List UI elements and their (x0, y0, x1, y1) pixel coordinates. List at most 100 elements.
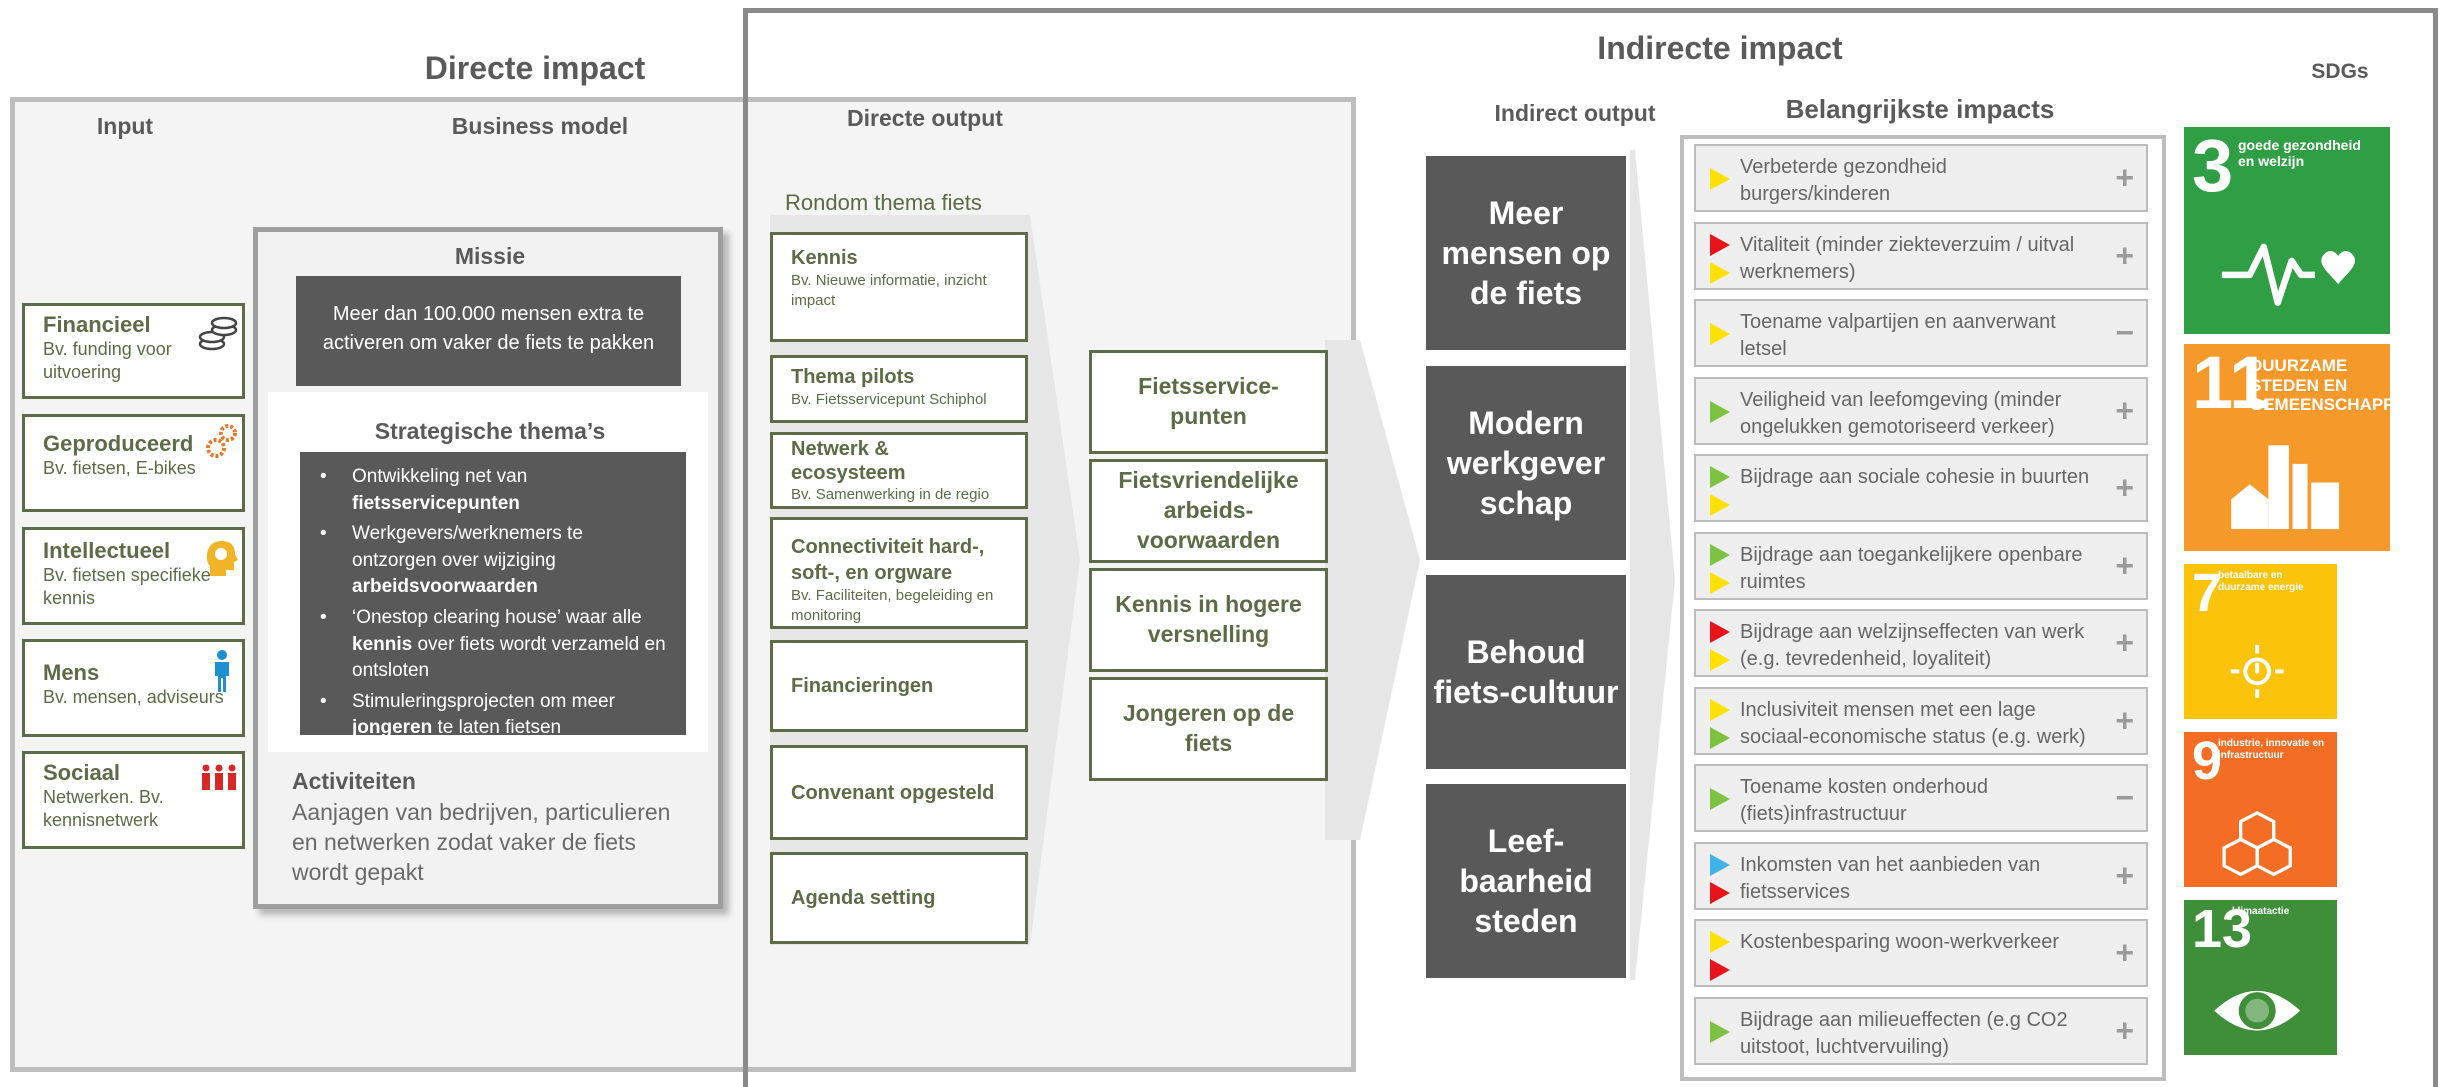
impact-sign: + (2115, 237, 2134, 273)
impact-text: Bijdrage aan toegankelijkere openbare ru… (1740, 543, 2083, 593)
output-title: Thema pilots (791, 366, 915, 388)
impact-marker (1710, 726, 1730, 749)
impact-text: Vitaliteit (minder ziekteverzuim / uitva… (1740, 233, 2075, 283)
input-sub: Netwerken. Bv. kennisnetwerk (43, 787, 164, 830)
city-icon (2231, 445, 2340, 530)
impact-sign: + (2115, 547, 2134, 583)
thema-item: •Stimuleringsprojecten om meer jongeren … (320, 690, 615, 739)
impact-item: Bijdrage aan welzijnseffecten van werk (… (1694, 609, 2148, 677)
sdg-number: 13 (2192, 899, 2253, 959)
impact-marker (1710, 698, 1730, 721)
output-title: Agenda setting (791, 887, 936, 909)
impact-text: Kostenbesparing woon-werkverkeer (1740, 931, 2060, 953)
impact-sign: − (2115, 314, 2134, 351)
indirect-output-fietscultuur: Behoud fiets-cultuur (1426, 575, 1626, 769)
person-icon (215, 650, 229, 692)
input-sociaal: Sociaal Netwerken. Bv. kennisnetwerk (22, 751, 245, 849)
impact-marker (1710, 168, 1730, 190)
input-intellectueel: Intellectueel Bv. fietsen specifieke ken… (22, 527, 245, 625)
input-sub: Bv. mensen, adviseurs (43, 687, 224, 707)
impact-item: Vitaliteit (minder ziekteverzuim / uitva… (1694, 221, 2148, 290)
impact-sign: + (2115, 392, 2134, 428)
impact-marker (1710, 233, 1730, 256)
output-convenant: Convenant opgesteld (770, 745, 1028, 840)
impact-sign: + (2115, 1012, 2134, 1048)
output-sub: Bv. Fietsservicepunt Schiphol (791, 391, 987, 408)
input-title: Geproduceerd (43, 431, 194, 456)
sdg-number: 9 (2192, 731, 2223, 791)
impact-sign: − (2115, 779, 2134, 816)
impact-sign: + (2115, 624, 2134, 661)
cubes-icon (2222, 811, 2292, 877)
impact-marker (1710, 621, 1730, 643)
output-title: Netwerk & ecosysteem (791, 438, 906, 484)
impact-text: Verbeterde gezondheid burgers/kinderen (1740, 156, 1947, 205)
impact-sign: + (2115, 469, 2134, 506)
input-sub: Bv. fietsen, E-bikes (43, 458, 196, 478)
input-title: Intellectueel (43, 538, 171, 563)
missie-text: Meer dan 100.000 mensen extra te activer… (296, 276, 681, 386)
output-sub: Bv. Faciliteiten, begeleiding en monitor… (791, 587, 994, 624)
impact-item: Inkomsten van het aanbieden van fietsser… (1694, 841, 2148, 910)
impact-marker (1710, 931, 1730, 953)
output-connectiviteit: Connectiviteit hard-, soft-, en orgware … (770, 517, 1028, 629)
thema-item: •Werkgevers/werknemers te ontzorgen over… (320, 523, 583, 598)
sdg-label: goede gezondheid en welzijn (2238, 137, 2361, 170)
input-financieel: Financieel Bv. funding voor uitvoering (22, 303, 245, 399)
indirecte-impact-frame (743, 8, 2438, 1087)
impact-item: Bijdrage aan milieueffecten (e.g CO2 uit… (1694, 996, 2148, 1065)
themas-list: •Ontwikkeling net van fietsservicepunten… (300, 452, 686, 738)
heartbeat-icon (2221, 243, 2356, 306)
impact-marker (1710, 261, 1730, 284)
impact-text: Veiligheid van leefomgeving (minder onge… (1740, 388, 2062, 438)
impact-text: Bijdrage aan milieueffecten (e.g CO2 uit… (1740, 1008, 2068, 1058)
impact-marker (1710, 881, 1730, 904)
impact-marker (1710, 959, 1730, 981)
sdg-label: klimaatactie (2232, 906, 2290, 917)
output-netwerk: Netwerk & ecosysteem Bv. Samenwerking in… (770, 432, 1028, 509)
impact-sign: + (2115, 857, 2134, 893)
impact-item: Kostenbesparing woon-werkverkeer + (1694, 919, 2148, 987)
gears-icon (206, 424, 237, 458)
impact-marker (1710, 1020, 1730, 1043)
direct-output-jongeren: Jongeren op de fiets (1089, 677, 1328, 781)
input-title: Financieel (43, 312, 151, 337)
impact-marker (1710, 543, 1730, 566)
output-financieringen: Financieringen (770, 640, 1028, 732)
thema-label: Rondom thema fiets (785, 190, 982, 215)
impact-marker (1710, 649, 1730, 671)
output-sub: Bv. Samenwerking in de regio (791, 486, 990, 503)
impact-text: Inclusiviteit mensen met een lage sociaa… (1740, 698, 2086, 748)
heading-directe-impact: Directe impact (424, 50, 646, 86)
chevron-indirect (1630, 150, 1675, 980)
heading-directe-output: Directe output (847, 105, 1003, 131)
impact-text: Inkomsten van het aanbieden van fietsser… (1740, 853, 2041, 903)
heading-belangrijkste-impacts: Belangrijkste impacts (1785, 94, 2055, 124)
impact-marker (1710, 494, 1730, 516)
heading-sdgs: SDGs (2311, 60, 2369, 83)
head-gear-icon (206, 541, 238, 576)
impact-sign: + (2115, 934, 2134, 971)
impact-text: Toename kosten onderhoud (fiets)infrastr… (1740, 776, 1988, 825)
direct-output-fietsservicepunten: Fietsservice-punten (1089, 350, 1328, 454)
output-title: Convenant opgesteld (791, 781, 995, 804)
impact-item: Veiligheid van leefomgeving (minder onge… (1694, 376, 2148, 445)
impact-sign: + (2115, 159, 2134, 196)
output-title: Connectiviteit hard-, soft-, en orgware (791, 536, 985, 584)
heading-indirect-output: Indirect output (1494, 100, 1656, 126)
sdg-number: 7 (2192, 563, 2223, 623)
indirect-output-leefbaarheid: Leef-baarheid steden (1426, 784, 1626, 978)
direct-output-kennis: Kennis in hogere versnelling (1089, 568, 1328, 672)
input-title: Sociaal (43, 760, 121, 785)
chevron-output-2 (1325, 340, 1420, 840)
impact-sign: + (2115, 702, 2134, 738)
input-title: Mens (43, 660, 100, 685)
coins-icon (198, 316, 238, 351)
output-thema-pilots: Thema pilots Bv. Fietsservicepunt Schiph… (770, 355, 1028, 423)
impact-item: Bijdrage aan sociale cohesie in buurten+ (1694, 454, 2148, 522)
output-sub: Bv. Nieuwe informatie, inzicht impact (791, 272, 987, 309)
impact-marker (1710, 788, 1730, 810)
